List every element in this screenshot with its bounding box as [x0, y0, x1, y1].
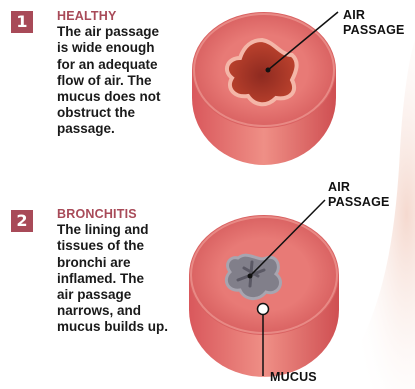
- callout-air-passage-1: AIR PASSAGE: [343, 8, 405, 37]
- callout-line: PASSAGE: [343, 23, 405, 38]
- air-passage-1-marker-dot: [266, 68, 271, 73]
- inflamed-airway-cylinder: [189, 215, 339, 377]
- healthy-airway-cylinder: [192, 12, 336, 165]
- callout-air-passage-2: AIR PASSAGE: [328, 180, 390, 209]
- mucus-marker-dot: [258, 304, 269, 315]
- callout-line: AIR: [343, 8, 405, 23]
- callout-line: AIR: [328, 180, 390, 195]
- callout-line: PASSAGE: [328, 195, 390, 210]
- callout-mucus: MUCUS: [270, 370, 317, 385]
- air-passage-2-marker-dot: [248, 274, 253, 279]
